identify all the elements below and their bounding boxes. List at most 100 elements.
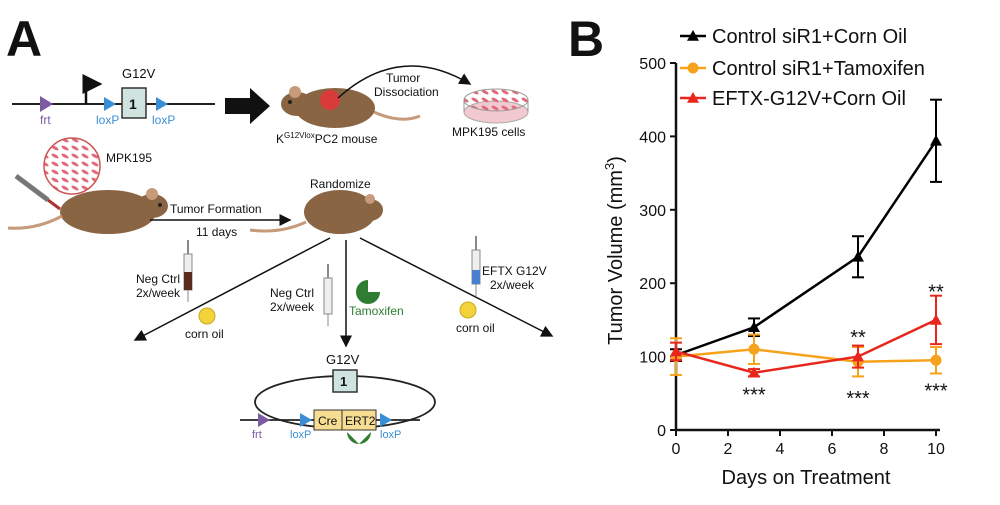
loxp-bottom-left-label: loxP	[290, 429, 311, 441]
mpk195-label: MPK195	[106, 151, 152, 165]
x-tick-label: 8	[880, 441, 889, 458]
legend-marker	[687, 62, 699, 74]
panel-a-label: A	[6, 11, 42, 67]
mutation-label-bottom: G12V	[326, 352, 360, 367]
days-label: 11 days	[196, 225, 237, 239]
frt-bottom-icon	[258, 413, 270, 427]
cre-label: Cre	[318, 414, 338, 428]
frt-icon	[40, 96, 53, 112]
data-point	[748, 343, 760, 355]
data-point	[670, 345, 682, 357]
bottom-construct: G12V 1 frt loxP Cre ERT2 loxP	[240, 352, 436, 444]
loxp-left-icon	[104, 97, 116, 111]
data-point	[748, 321, 760, 333]
data-point	[852, 250, 864, 262]
branch-arrow-right	[359, 237, 554, 337]
y-tick-label: 500	[639, 56, 666, 73]
legend-marker	[687, 30, 699, 41]
data-point	[930, 354, 942, 366]
frt-label: frt	[40, 113, 51, 127]
data-point	[930, 313, 942, 325]
series-line	[675, 140, 938, 357]
data-point	[852, 350, 864, 362]
cells-label: MPK195 cells	[452, 125, 525, 139]
loxp-bottom-right-icon	[380, 413, 392, 427]
tamoxifen-bound-icon	[347, 432, 371, 444]
y-tick-label: 300	[639, 203, 666, 220]
loxp-right-label: loxP	[152, 113, 175, 127]
mutation-label-top: G12V	[122, 66, 156, 81]
legend-label: EFTX-G12V+Corn Oil	[712, 88, 906, 110]
x-tick-label: 2	[724, 441, 733, 458]
injection-syringe-icon	[14, 174, 61, 211]
exon1-label-bottom: 1	[340, 374, 347, 389]
frt-bottom-label: frt	[252, 429, 262, 441]
mouse-label: KG12VloxPC2 mouse	[276, 131, 378, 146]
legend-marker	[687, 92, 699, 103]
legend-label: Control siR1+Corn Oil	[712, 26, 907, 48]
mpk195-cells-icon	[43, 137, 101, 195]
y-axis-label: Tumor Volume (mm3)	[602, 156, 627, 345]
top-construct: frt loxP G12V 1 loxP	[12, 66, 215, 127]
syringe-eftx-icon	[471, 236, 481, 296]
neg-ctrl-1-line2: 2x/week	[136, 286, 181, 300]
tumor-dissociation-line2: Dissociation	[374, 85, 439, 99]
corn-oil-1-icon	[198, 307, 216, 325]
randomize-label: Randomize	[310, 177, 371, 191]
y-tick-label: 200	[639, 276, 666, 293]
neg-ctrl-2-line1: Neg Ctrl	[270, 286, 314, 300]
syringe-neg-ctrl-2-icon	[323, 264, 333, 326]
significance-label: **	[928, 282, 944, 304]
corn-oil-2-icon	[459, 301, 477, 319]
neg-ctrl-1-line1: Neg Ctrl	[136, 272, 180, 286]
petri-dish-icon	[463, 88, 529, 124]
exon1-box-top	[121, 87, 147, 119]
syringe-neg-ctrl-1-icon	[183, 240, 193, 302]
exon1-box-bottom	[332, 369, 358, 393]
big-right-arrow-icon	[225, 88, 270, 124]
neg-ctrl-2-line2: 2x/week	[270, 300, 315, 314]
x-tick-label: 10	[927, 441, 945, 458]
x-tick-label: 4	[776, 441, 785, 458]
ert2-label: ERT2	[345, 414, 376, 428]
randomized-mouse-icon	[249, 190, 383, 234]
exon1-label-top: 1	[129, 96, 137, 112]
corn-oil-1-label: corn oil	[185, 327, 224, 341]
eftx-line1: EFTX G12V	[482, 264, 547, 278]
tamoxifen-label: Tamoxifen	[349, 304, 404, 318]
ert2-box	[341, 409, 377, 431]
tamoxifen-icon	[356, 280, 380, 304]
y-tick-label: 100	[639, 350, 666, 367]
tumor-formation-label: Tumor Formation	[170, 202, 262, 216]
series-line	[675, 318, 937, 375]
significance-label: ***	[924, 381, 948, 403]
x-axis-label: Days on Treatment	[722, 467, 891, 489]
loxp-bottom-right-label: loxP	[380, 429, 401, 441]
legend-label: Control siR1+Tamoxifen	[712, 58, 925, 80]
y-tick-label: 400	[639, 129, 666, 146]
kras-mouse-icon	[281, 86, 421, 128]
significance-label: ***	[742, 384, 766, 406]
significance-label: ***	[846, 388, 870, 410]
branch-arrow-left	[133, 237, 331, 341]
panel-b-label: B	[568, 11, 604, 67]
corn-oil-2-label: corn oil	[456, 321, 495, 335]
series-line	[675, 348, 937, 363]
tumor-dissociation-line1: Tumor	[386, 71, 420, 85]
loxp-left-label: loxP	[96, 113, 119, 127]
y-tick-label: 0	[657, 423, 666, 440]
x-tick-label: 6	[828, 441, 837, 458]
x-tick-label: 0	[672, 441, 681, 458]
promoter-arrow-icon	[82, 74, 103, 104]
dissociation-arrow	[337, 65, 472, 99]
significance-label: **	[850, 327, 866, 349]
loxp-right-icon	[156, 97, 168, 111]
eftx-line2: 2x/week	[490, 278, 535, 292]
loxp-bottom-left-icon	[300, 413, 312, 427]
data-point	[930, 134, 942, 146]
data-point	[748, 366, 760, 378]
injected-mouse-icon	[7, 188, 168, 234]
